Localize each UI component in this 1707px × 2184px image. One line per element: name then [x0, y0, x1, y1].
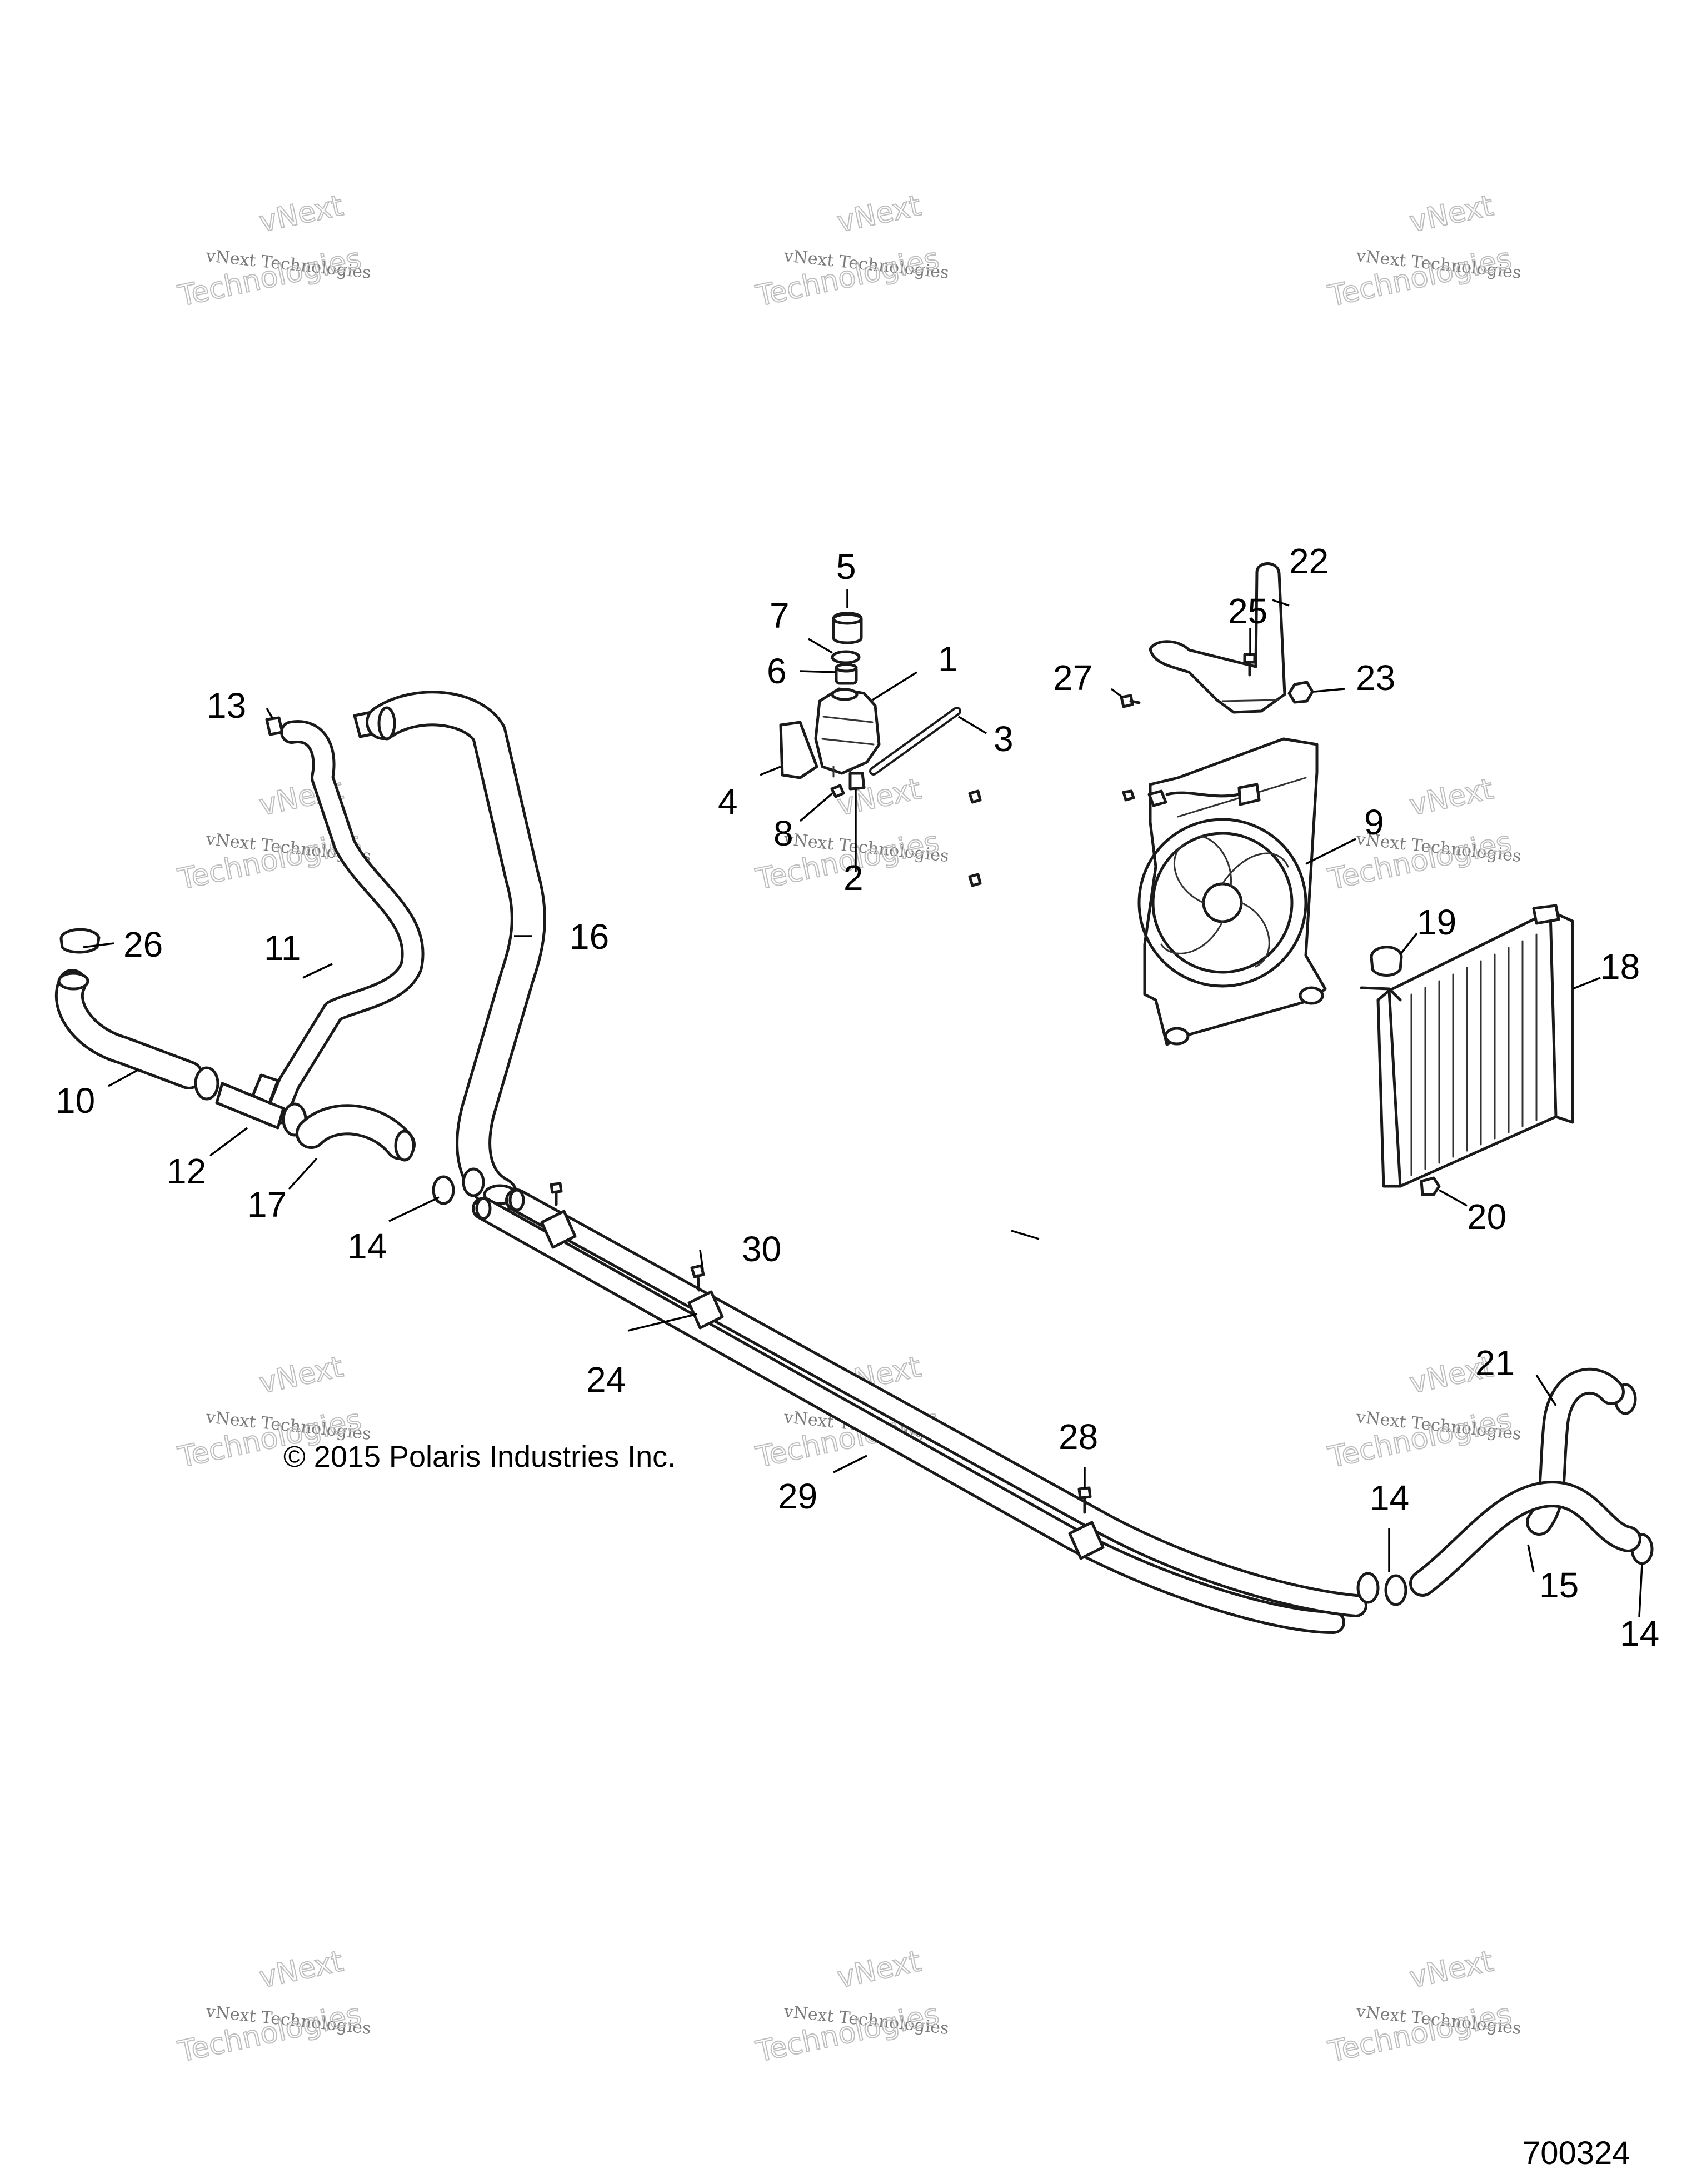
watermark-top: vNext	[1407, 772, 1496, 822]
part-20-drain-plug	[1420, 1176, 1441, 1196]
watermark-top: vNext	[1407, 1945, 1496, 1995]
callout-21: 21	[1475, 1343, 1515, 1383]
callout-15: 15	[1539, 1565, 1579, 1605]
watermark-top: vNext	[257, 1350, 346, 1400]
part-12-tee	[215, 1073, 285, 1130]
part-30-screw	[690, 1264, 705, 1292]
callout-14-left: 14	[347, 1226, 387, 1266]
part-16-upper-hose	[366, 691, 546, 1212]
watermark-top: vNext	[835, 772, 924, 822]
callout-20: 20	[1467, 1197, 1506, 1237]
callout-28: 28	[1059, 1417, 1098, 1457]
part-28-screw	[1077, 1486, 1092, 1514]
part-22-bracket	[1149, 562, 1286, 714]
part-17-hose	[296, 1104, 416, 1162]
part-4-bracket	[779, 721, 818, 779]
watermark: vNext vNext Technologies Technologies	[752, 188, 950, 314]
part-6-neck	[835, 663, 858, 685]
callout-27: 27	[1053, 658, 1092, 698]
watermark: vNext vNext Technologies Technologies	[752, 1944, 950, 2070]
part-27-bolt	[1120, 694, 1141, 708]
tube-screw	[550, 1182, 563, 1206]
callout-14-mid: 14	[1370, 1478, 1409, 1518]
watermark: vNext vNext Technologies Technologies	[174, 188, 372, 314]
part-26-clamp	[59, 928, 101, 954]
part-7-o-ring	[831, 650, 861, 664]
watermark: vNext vNext Technologies Technologies	[1325, 188, 1522, 314]
part-1-reservoir	[814, 687, 881, 780]
callout-13: 13	[207, 686, 246, 726]
watermark-top: vNext	[835, 189, 924, 239]
callout-2: 2	[843, 858, 864, 898]
part-24-tube-clips	[540, 1210, 1105, 1560]
drawing-number: 700324	[1523, 2135, 1630, 2171]
callout-8: 8	[773, 813, 793, 853]
callout-24: 24	[586, 1360, 626, 1400]
part-10-hose	[55, 969, 203, 1089]
callout-30: 30	[742, 1229, 781, 1269]
callout-29: 29	[778, 1476, 817, 1516]
part-15-hose	[1409, 1481, 1641, 1597]
callout-10: 10	[56, 1081, 95, 1121]
callout-9: 9	[1364, 802, 1384, 842]
part-18-radiator	[1376, 904, 1574, 1188]
callout-1: 1	[938, 639, 958, 679]
callout-19: 19	[1417, 902, 1456, 942]
watermark-top: vNext	[257, 189, 346, 239]
watermark: vNext vNext Technologies Technologies	[174, 1944, 372, 2070]
callout-4: 4	[718, 782, 738, 822]
part-2-fitting	[848, 772, 866, 791]
callout-14-right: 14	[1620, 1613, 1659, 1653]
callouts: 5 7 6 1 3 4 8 2 22 25 27 23 9 19 18 20 1…	[56, 541, 1659, 1653]
part-5-cap	[832, 612, 863, 644]
part-29-coolant-tubes	[472, 1188, 1367, 1634]
watermark: vNext vNext Technologies Technologies	[1325, 1944, 1522, 2070]
part-19-radiator-cap	[1360, 946, 1403, 1002]
part-23-nut	[1287, 681, 1314, 704]
callout-25: 25	[1228, 591, 1267, 631]
radiator-fins	[1410, 933, 1538, 1176]
callout-23: 23	[1356, 658, 1395, 698]
part-8-screw	[830, 784, 845, 798]
callout-6: 6	[767, 651, 787, 691]
fan-grommets	[1122, 789, 1324, 1046]
callout-26: 26	[123, 924, 163, 964]
callout-11: 11	[264, 928, 301, 968]
callout-16: 16	[570, 917, 609, 957]
watermark: vNext vNext Technologies Technologies	[1325, 772, 1522, 897]
leader-lines	[83, 589, 1643, 1617]
callout-7: 7	[770, 596, 790, 636]
watermark-top: vNext	[257, 1945, 346, 1995]
part-13-clamp	[265, 716, 284, 736]
screws-reservoir	[968, 789, 982, 887]
part-9-fan-assembly	[1137, 737, 1327, 1046]
part-25-screw	[1243, 653, 1256, 677]
callout-12: 12	[167, 1151, 206, 1191]
copyright-notice: © 2015 Polaris Industries Inc.	[283, 1440, 676, 1473]
callout-5: 5	[836, 547, 856, 587]
callout-18: 18	[1600, 947, 1640, 987]
callout-17: 17	[247, 1185, 287, 1225]
callout-3: 3	[994, 719, 1014, 759]
watermark-top: vNext	[835, 1945, 924, 1995]
callout-22: 22	[1289, 541, 1329, 581]
watermark-top: vNext	[1407, 189, 1496, 239]
